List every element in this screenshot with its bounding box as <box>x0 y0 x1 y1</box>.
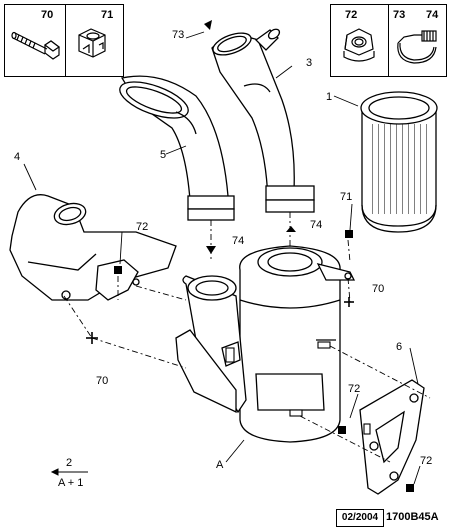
clip-nut-icon <box>78 28 106 58</box>
callout-3: 3 <box>306 57 312 69</box>
studs <box>225 341 371 435</box>
callout-74-right: 74 <box>310 219 322 231</box>
callout-70-left: 70 <box>96 375 108 387</box>
air-duct-5 <box>119 75 235 221</box>
hex-nut-icon <box>343 28 375 62</box>
callout-5: 5 <box>160 149 166 161</box>
hardware-box-right: 72 73 74 <box>330 4 447 77</box>
hardware-label-73: 73 <box>393 9 406 21</box>
bolt-icon <box>11 31 61 60</box>
hardware-label-72: 72 <box>345 9 358 21</box>
hardware-cell-71: 71 <box>65 5 123 76</box>
hardware-label-74: 74 <box>426 9 439 21</box>
callout-6: 6 <box>396 341 402 353</box>
leader-lines <box>23 31 421 485</box>
callout-71: 71 <box>340 191 352 203</box>
marker-71 <box>345 230 353 238</box>
marker-72-mid <box>338 426 346 434</box>
callout-72-mid: 72 <box>348 383 360 395</box>
legend-arrow <box>50 468 88 476</box>
callout-4: 4 <box>14 151 20 163</box>
marker-72-left <box>114 266 122 274</box>
hardware-label-70: 70 <box>41 9 54 21</box>
hardware-box-left: 70 71 <box>4 4 124 77</box>
callout-72-left: 72 <box>136 221 148 233</box>
reference-code: 1700B45A <box>386 511 439 523</box>
hose-clamp-icon <box>397 30 437 64</box>
triangle-markers <box>204 20 296 254</box>
air-filter-element <box>360 91 438 233</box>
callout-1: 1 <box>326 91 332 103</box>
triangle-73 <box>204 20 212 30</box>
triangle-74-right <box>286 226 296 232</box>
callout-73: 73 <box>172 29 184 41</box>
triangle-74-left <box>206 246 216 254</box>
filter-housing-A <box>175 245 356 443</box>
hardware-cell-70: 70 <box>5 5 66 76</box>
fastener-markers <box>114 230 414 492</box>
hardware-cell-72: 72 <box>331 5 389 76</box>
marker-72-right <box>406 484 414 492</box>
air-duct-3 <box>211 28 315 213</box>
cross-markers <box>86 297 354 344</box>
callout-74-left: 74 <box>232 235 244 247</box>
bracket-6 <box>359 379 425 495</box>
callout-72-right: 72 <box>420 455 432 467</box>
intake-snorkel-4 <box>9 194 177 301</box>
legend-top: 2 <box>66 457 72 469</box>
legend-bottom: A + 1 <box>58 477 83 489</box>
callout-70-right: 70 <box>372 283 384 295</box>
hardware-label-71: 71 <box>101 9 114 21</box>
date-stamp: 02/2004 <box>336 509 384 527</box>
callout-A: A <box>216 459 224 471</box>
hardware-cell-73-74: 73 74 <box>388 5 446 76</box>
